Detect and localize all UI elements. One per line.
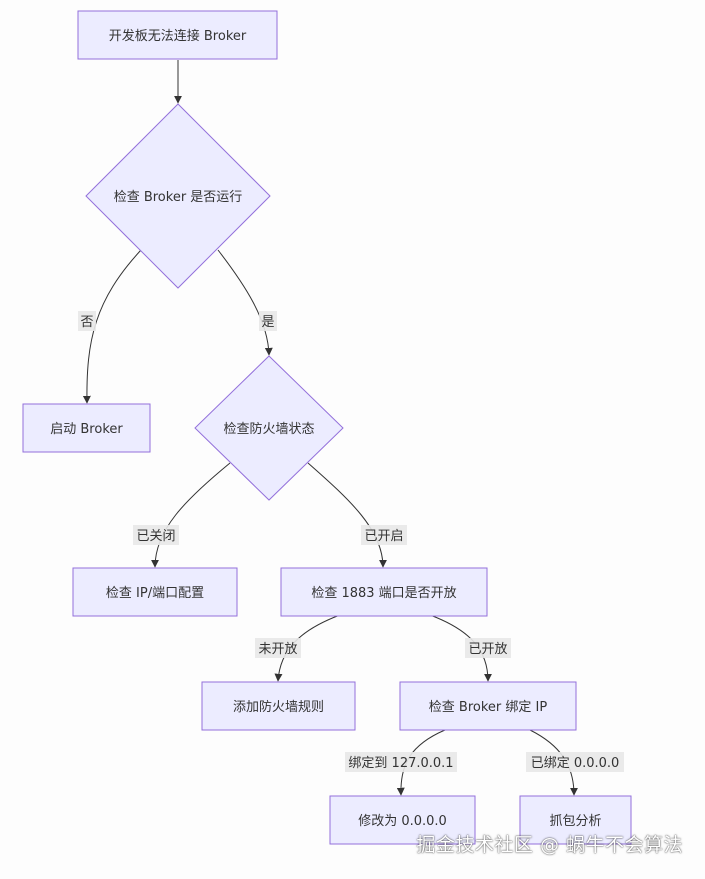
node-packet-capture-box xyxy=(519,795,632,845)
edge-label-bg-opened xyxy=(361,525,407,545)
edge-label-no: 否 xyxy=(80,315,93,330)
node-packet-capture-label: 抓包分析 xyxy=(549,814,601,829)
edge-label-bg-no xyxy=(78,311,96,331)
watermark: 掘金技术社区 @ 蜗牛不会算法 xyxy=(416,834,683,856)
node-change-to-any-label: 修改为 0.0.0.0 xyxy=(358,814,447,829)
edge-labels: 否 是 已关闭 已开启 未开放 已开放 绑定到 127.0.0.1 已绑定 0.… xyxy=(78,311,624,772)
edge-label-closed: 已关闭 xyxy=(136,529,175,544)
node-check-port-1883-label: 检查 1883 端口是否开放 xyxy=(311,586,456,601)
edge-label-bg-closed xyxy=(133,525,179,545)
node-start-broker-box xyxy=(22,403,151,453)
node-check-broker-diamond xyxy=(85,103,271,289)
edge-label-bg-isopen xyxy=(465,638,511,658)
node-check-ip-port-label: 检查 IP/端口配置 xyxy=(106,586,204,601)
node-check-port-1883-box xyxy=(280,567,488,617)
edge-n4-n5 xyxy=(151,462,231,568)
node-start-box xyxy=(77,10,278,60)
edge-label-bind-all: 已绑定 0.0.0.0 xyxy=(531,756,620,771)
node-start-label: 开发板无法连接 Broker xyxy=(109,28,247,44)
edge-label-bg-bind-all xyxy=(526,752,624,772)
node-change-to-any-box xyxy=(329,795,476,845)
node-check-ip-port-box xyxy=(72,567,238,617)
edge-n4-n6 xyxy=(307,462,387,568)
node-check-broker-label: 检查 Broker 是否运行 xyxy=(114,190,243,205)
edge-label-bind-local: 绑定到 127.0.0.1 xyxy=(348,756,453,771)
node-check-firewall-label: 检查防火墙状态 xyxy=(223,421,314,437)
edge-label-yes: 是 xyxy=(261,315,274,330)
edge-label-bg-bind-local xyxy=(345,752,457,772)
edge-label-notopen: 未开放 xyxy=(258,642,297,657)
edge-n2-n3 xyxy=(82,249,142,404)
edge-label-bg-notopen xyxy=(255,638,301,658)
node-check-bind-ip-label: 检查 Broker 绑定 IP xyxy=(429,700,548,715)
node-add-firewall-rule-box xyxy=(201,681,356,731)
node-check-bind-ip-box xyxy=(399,681,577,731)
nodes: 开发板无法连接 Broker 检查 Broker 是否运行 启动 Broker … xyxy=(22,10,632,845)
edge-label-bg-yes xyxy=(259,311,277,331)
node-add-firewall-rule-label: 添加防火墙规则 xyxy=(233,699,324,715)
node-start-broker-label: 启动 Broker xyxy=(50,422,123,437)
edge-label-isopen: 已开放 xyxy=(468,642,507,657)
node-check-firewall-diamond xyxy=(194,355,344,501)
edge-label-opened: 已开启 xyxy=(364,529,403,544)
edge-n2-n4 xyxy=(217,249,273,356)
